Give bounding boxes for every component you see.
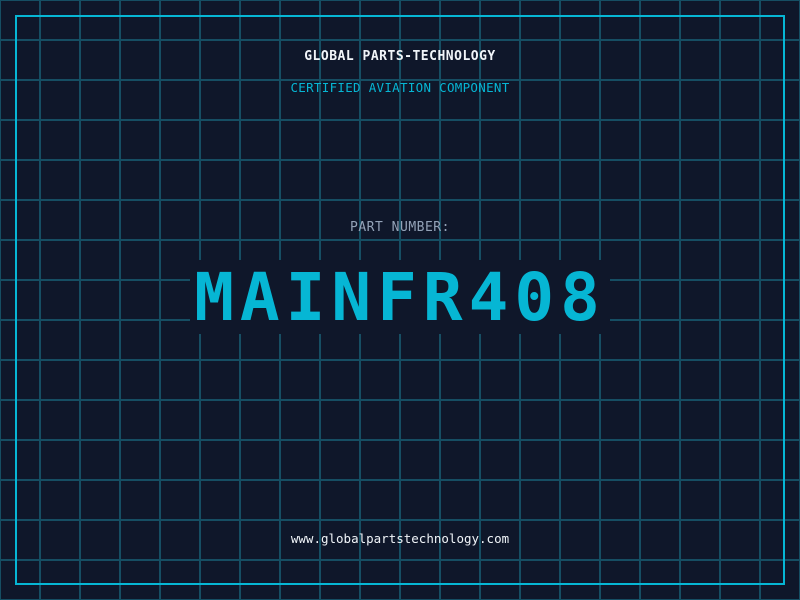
part-number: MAINFR408 xyxy=(194,259,606,336)
part-number-label: PART NUMBER: xyxy=(350,220,450,235)
certification-subtitle: CERTIFIED AVIATION COMPONENT xyxy=(290,80,510,95)
card-border xyxy=(15,15,785,585)
part-number-backdrop xyxy=(190,260,610,334)
company-name: GLOBAL PARTS-TECHNOLOGY xyxy=(304,49,496,64)
website-url: www.globalpartstechnology.com xyxy=(290,531,510,546)
